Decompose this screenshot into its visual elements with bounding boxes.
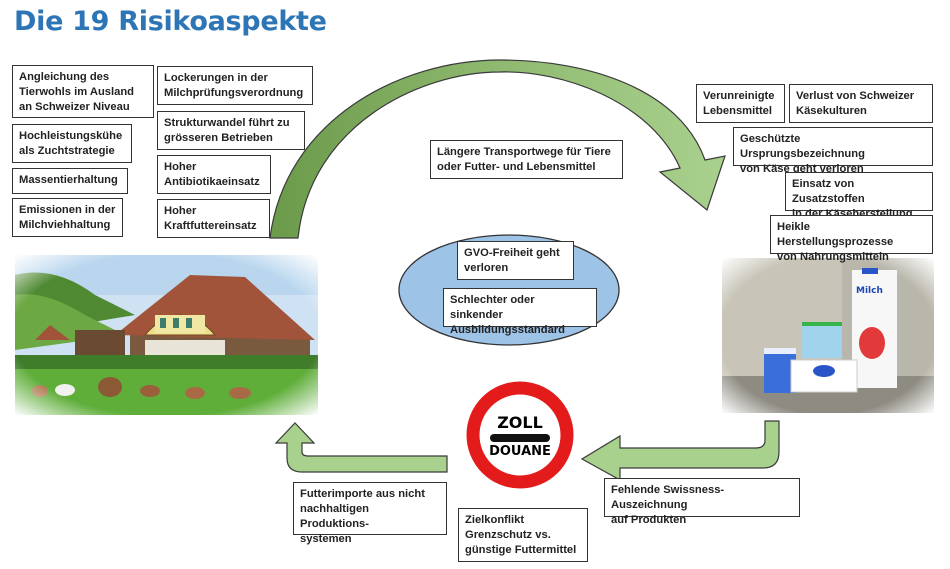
risk-box-massentierhaltung: Massentierhaltung — [12, 168, 128, 194]
risk-box-tierwohl: Angleichung des Tierwohls im Ausland an … — [12, 65, 154, 118]
risk-box-gvo-freiheit: GVO-Freiheit geht verloren — [457, 241, 574, 280]
risk-box-futterimporte: Futterimporte aus nicht nachhaltigen Pro… — [293, 482, 447, 545]
risk-box-strukturwandel: Strukturwandel führt zu grösseren Betrie… — [157, 111, 305, 150]
risk-box-kaesekulturen: Verlust von Schweizer Käsekulturen — [789, 84, 933, 123]
top-curved-arrow — [269, 59, 726, 239]
bottom-right-arrow — [580, 420, 780, 482]
risk-box-hochleistungskuehe: Hochleistungskühe als Zuchtstrategie — [12, 124, 132, 163]
risk-box-kraftfutter: Hoher Kraftfuttereinsatz — [157, 199, 270, 238]
bottom-left-arrow — [274, 422, 448, 473]
risk-box-ausbildungsstandard: Schlechter oder sinkender Ausbildungssta… — [443, 288, 597, 336]
dairy-illustration: Milch — [722, 258, 934, 413]
risk-box-swissness: Fehlende Swissness-Auszeichnung auf Prod… — [604, 478, 800, 526]
page-title: Die 19 Risikoaspekte — [14, 6, 327, 37]
risk-box-transportwege: Längere Transportwege für Tiere oder Fut… — [430, 140, 623, 179]
dairy-products-photo: Milch — [722, 258, 934, 413]
risk-box-herstellungsprozesse: Heikle Herstellungsprozesse von Nahrungs… — [770, 215, 933, 263]
risk-box-antibiotika: Hoher Antibiotikaeinsatz — [157, 155, 271, 194]
risk-box-zielkonflikt: Zielkonflikt Grenzschutz vs. günstige Fu… — [458, 508, 588, 562]
risk-box-verunreinigte-lebensmittel: Verunreinigte Lebensmittel — [696, 84, 785, 123]
risk-box-milchpruefung: Lockerungen in der Milchprüfungsverordnu… — [157, 66, 313, 105]
farmhouse-photo — [15, 255, 318, 415]
risk-box-zusatzstoffe: Einsatz von Zusatzstoffen in der Käseher… — [785, 172, 933, 220]
customs-sign-bottom-text: DOUANE — [489, 444, 551, 459]
svg-text:Milch: Milch — [856, 286, 883, 296]
risk-box-ursprungsbezeichnung: Geschützte Ursprungsbezeichnung von Käse… — [733, 127, 933, 175]
customs-sign-top-text: ZOLL — [497, 413, 543, 432]
farmhouse-illustration — [15, 255, 318, 415]
risk-box-emissionen: Emissionen in der Milchviehhaltung — [12, 198, 123, 237]
